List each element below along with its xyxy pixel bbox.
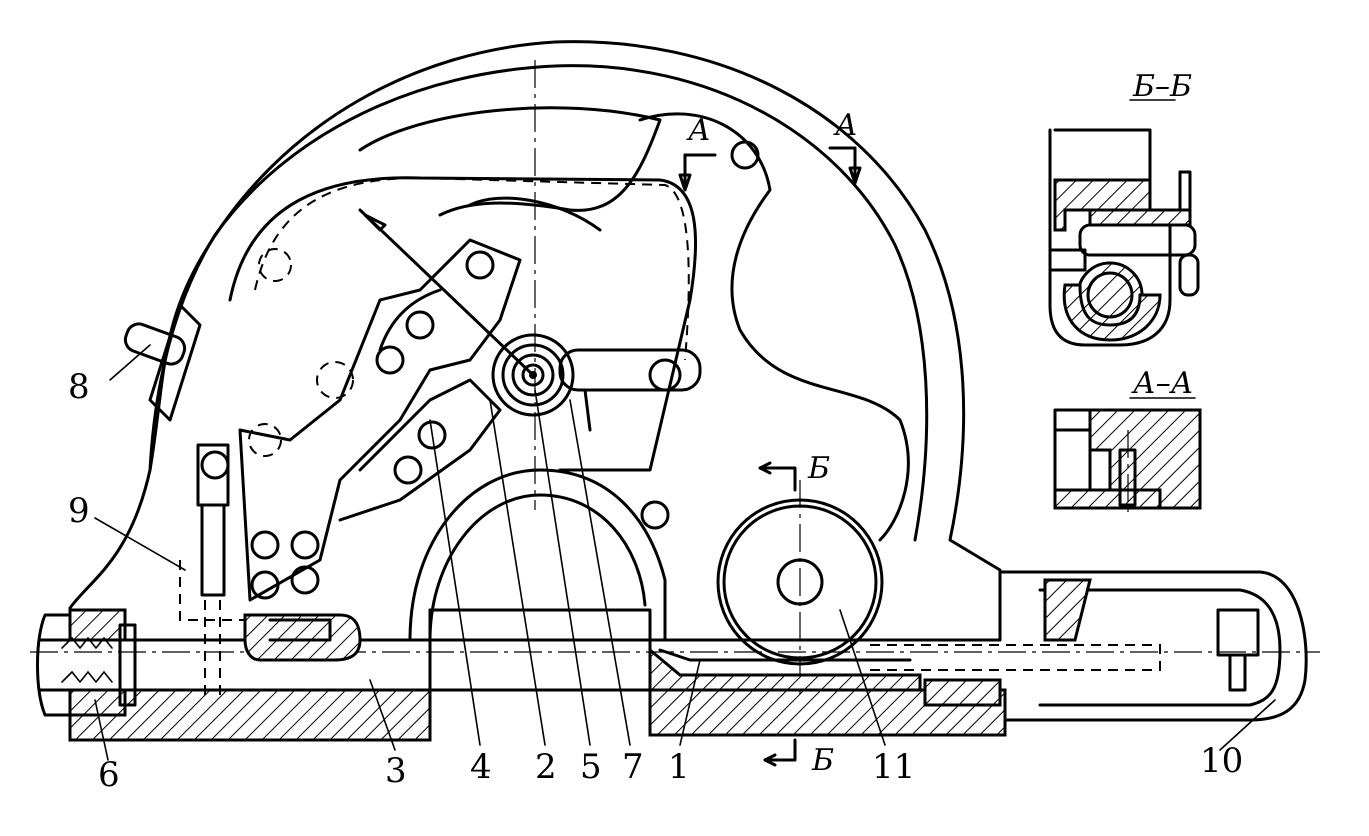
section-bb-title: Б–Б xyxy=(1132,69,1192,104)
callout-labels: 8 9 6 3 4 2 5 7 1 11 10 xyxy=(68,367,1243,795)
label-6: 6 xyxy=(98,755,120,795)
right-end-housing xyxy=(870,570,1308,722)
roller xyxy=(716,480,884,700)
left-lever xyxy=(123,303,250,700)
arched-bridge xyxy=(408,60,667,642)
label-9: 9 xyxy=(68,491,90,531)
arm-7 xyxy=(558,348,702,432)
label-5: 5 xyxy=(580,747,602,787)
section-b-mark-bottom: Б xyxy=(811,743,834,778)
section-a-mark-left: А xyxy=(686,113,711,148)
leader-lines xyxy=(94,99,1276,761)
lower-block xyxy=(243,613,922,692)
section-aa-view xyxy=(1053,408,1202,515)
section-aa-title: А–А xyxy=(1131,366,1193,401)
label-11: 11 xyxy=(872,747,915,787)
left-end-cap xyxy=(36,608,137,717)
label-4: 4 xyxy=(470,747,492,787)
label-1: 1 xyxy=(668,747,690,787)
label-7: 7 xyxy=(622,747,644,787)
section-labels: Б–Б А–А А А Б Б xyxy=(686,69,1193,778)
housing xyxy=(68,40,1002,642)
section-markers xyxy=(678,146,862,767)
spiral-spring xyxy=(358,208,575,417)
label-3: 3 xyxy=(385,751,407,791)
lever-arm xyxy=(238,238,522,602)
label-2: 2 xyxy=(535,747,557,787)
inner-plate xyxy=(228,106,910,542)
section-a-mark-right: А xyxy=(833,108,858,143)
label-10: 10 xyxy=(1200,741,1243,781)
section-b-mark-top: Б xyxy=(807,451,830,486)
section-bb-view xyxy=(1048,128,1200,347)
screws xyxy=(200,140,760,600)
label-8: 8 xyxy=(68,367,90,407)
